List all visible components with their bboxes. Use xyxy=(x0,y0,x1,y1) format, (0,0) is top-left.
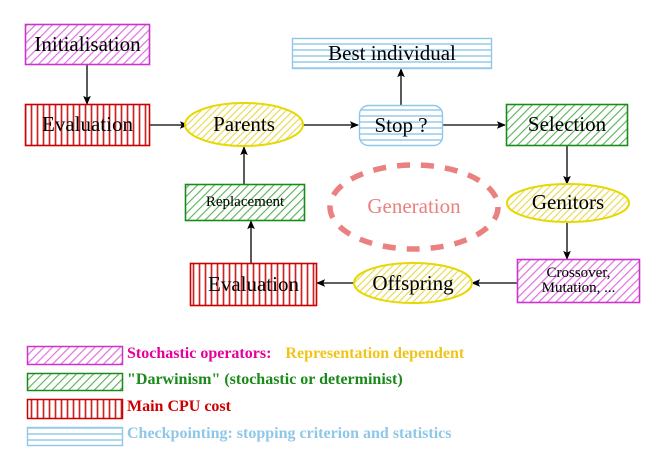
legend-label-stochastic: Stochastic operators: Representation depe… xyxy=(127,345,464,363)
node-replacement[interactable] xyxy=(184,183,306,222)
node-crossover-mutation[interactable] xyxy=(516,258,641,304)
node-offspring[interactable] xyxy=(353,262,473,304)
legend-swatch-darwinism xyxy=(26,372,124,392)
legend-swatch-checkpointing xyxy=(26,426,124,447)
node-genitors[interactable] xyxy=(506,183,630,223)
node-best-individual[interactable] xyxy=(291,37,493,70)
legend-label-checkpointing: Checkpointing: stopping criterion and st… xyxy=(127,425,452,442)
node-initialisation[interactable] xyxy=(24,23,151,66)
node-generation xyxy=(327,162,501,252)
legend-swatch-cpu-cost xyxy=(26,398,124,420)
legend-label-stochastic-secondary: Representation dependent xyxy=(285,345,465,362)
legend-swatch-stochastic xyxy=(26,345,124,366)
edge-group xyxy=(83,64,571,287)
node-selection[interactable] xyxy=(505,103,629,147)
node-evaluation-bottom[interactable] xyxy=(189,262,318,307)
legend-label-cpu-cost: Main CPU cost xyxy=(127,398,231,415)
legend-label-stochastic-primary: Stochastic operators: xyxy=(127,345,272,362)
node-evaluation-top[interactable] xyxy=(24,103,151,147)
legend-label-darwinism: "Darwinism" (stochastic or determinist) xyxy=(127,371,403,388)
node-parents[interactable] xyxy=(184,102,304,147)
node-stop[interactable] xyxy=(358,104,444,147)
